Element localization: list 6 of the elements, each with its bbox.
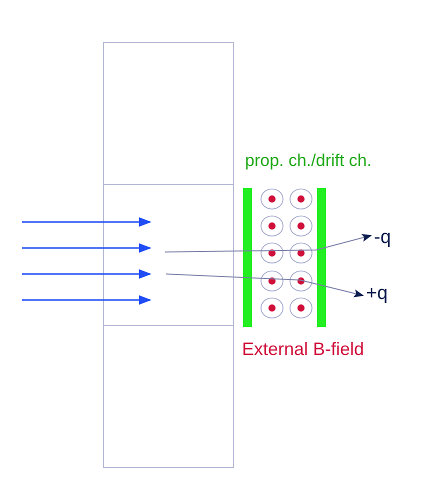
- charge-label: -q: [374, 228, 391, 247]
- field-label: External B-field: [242, 340, 364, 358]
- chamber-label: prop. ch./drift ch.: [245, 152, 372, 169]
- charge-label: +q: [366, 284, 388, 303]
- particle-track: [166, 274, 364, 298]
- particle-track: [164, 234, 372, 252]
